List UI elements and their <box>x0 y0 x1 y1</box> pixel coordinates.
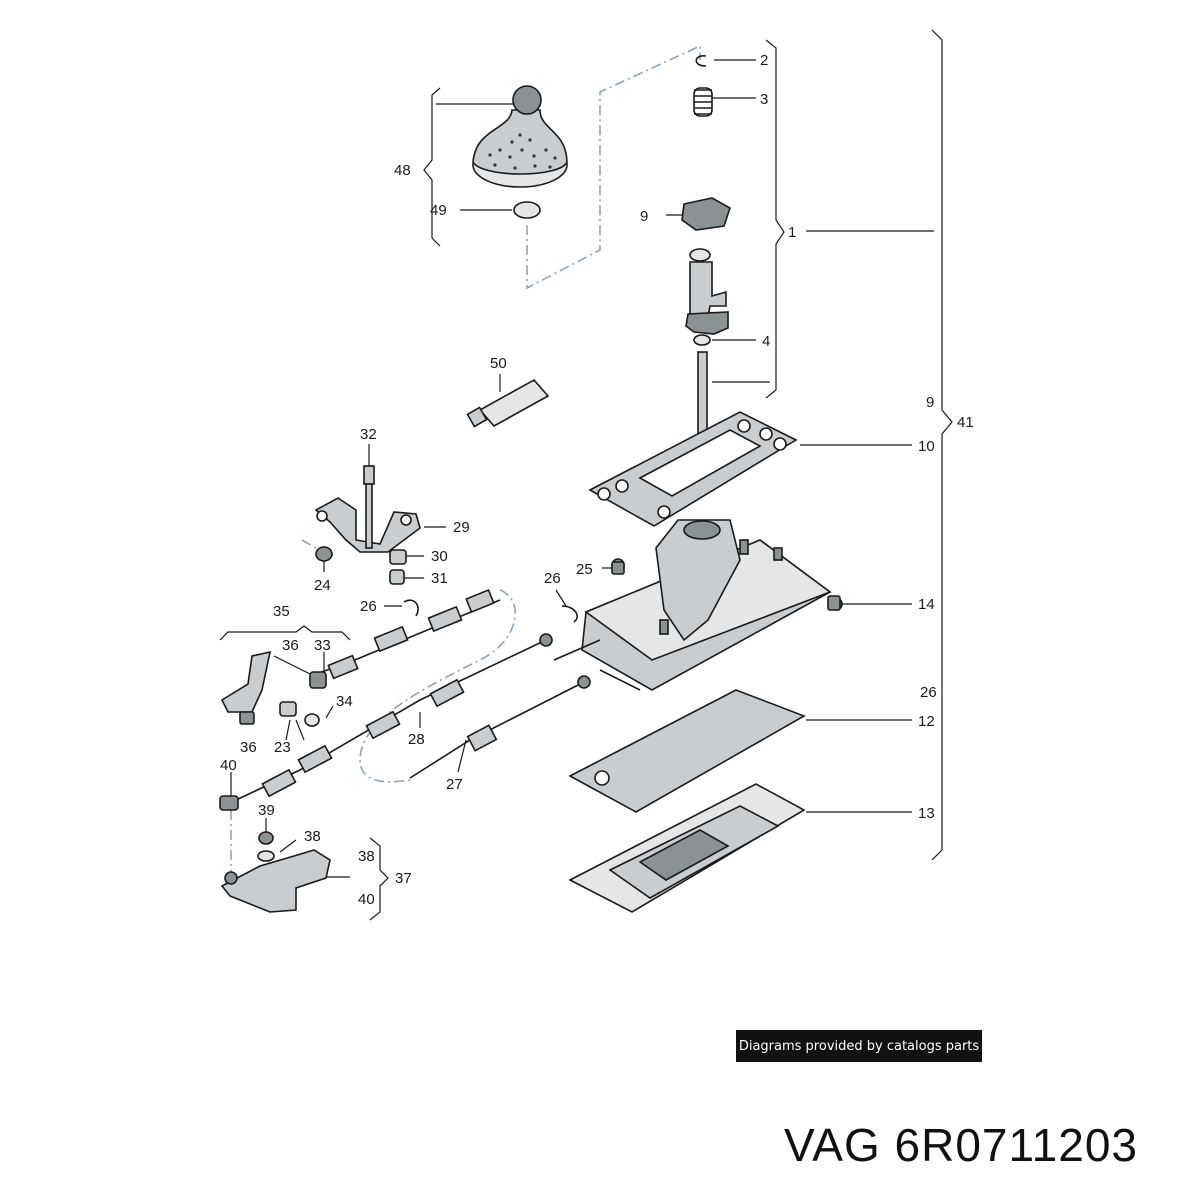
selector-lever-icon <box>681 197 731 491</box>
callout-38-part: 38 <box>304 828 321 845</box>
callout-31: 31 <box>431 570 448 587</box>
callout-49: 49 <box>430 202 447 219</box>
cable-clip-icon <box>403 599 578 623</box>
callout-9-housing: 9 <box>926 394 934 411</box>
callout-30: 30 <box>431 548 448 565</box>
callout-29: 29 <box>453 519 470 536</box>
circlip-icon <box>695 55 707 67</box>
callout-37: 37 <box>395 870 412 887</box>
callout-14: 14 <box>918 596 935 613</box>
callout-9-lever: 9 <box>640 208 648 225</box>
callout-13: 13 <box>918 805 935 822</box>
shift-cable-icon <box>219 588 591 811</box>
grease-tube-icon <box>466 378 550 428</box>
callout-48: 48 <box>394 162 411 179</box>
callout-labels: 48 49 2 3 9 1 4 50 9 41 32 10 29 30 25 2… <box>220 52 974 908</box>
assembly-guide-lines <box>230 44 701 875</box>
callout-25: 25 <box>576 561 593 578</box>
clamp-ring-icon <box>513 201 541 219</box>
seal-plate-icon <box>568 689 806 813</box>
gear-knob-icon <box>472 85 568 188</box>
callout-10: 10 <box>918 438 935 455</box>
callout-26-housing: 26 <box>920 684 937 701</box>
callout-32: 32 <box>360 426 377 443</box>
callout-38-brace: 38 <box>358 848 375 865</box>
callout-33: 33 <box>314 637 331 654</box>
bracket-icon <box>314 465 421 553</box>
part-number-caption: VAG 6R0711203 <box>784 1119 1138 1171</box>
callout-41: 41 <box>957 414 974 431</box>
small-fasteners-icon <box>315 546 841 611</box>
group-braces <box>219 29 953 921</box>
callout-36-top: 36 <box>282 637 299 654</box>
credit-badge: Diagrams provided by catalogs parts <box>736 1030 982 1062</box>
callout-39: 39 <box>258 802 275 819</box>
selector-housing-icon <box>553 519 843 691</box>
callout-26-right: 26 <box>544 570 561 587</box>
relay-lever-icon <box>220 650 320 727</box>
callout-34: 34 <box>336 693 353 710</box>
callout-26-left: 26 <box>360 598 377 615</box>
callout-35: 35 <box>273 603 290 620</box>
callout-24: 24 <box>314 577 331 594</box>
callout-28: 28 <box>408 731 425 748</box>
callout-40-top: 40 <box>220 757 237 774</box>
callout-36-bottom: 36 <box>240 739 257 756</box>
callout-12: 12 <box>918 713 935 730</box>
callout-2: 2 <box>760 52 768 69</box>
callout-4: 4 <box>762 333 770 350</box>
spring-icon <box>693 87 713 117</box>
callout-23: 23 <box>274 739 291 756</box>
callout-3: 3 <box>760 91 768 108</box>
callout-50: 50 <box>490 355 507 372</box>
gasket-seal-icon <box>588 411 798 527</box>
base-plate-icon <box>568 783 806 913</box>
end-lever-icon <box>220 831 331 913</box>
leader-lines <box>230 59 934 878</box>
callout-27: 27 <box>446 776 463 793</box>
callout-40-brace: 40 <box>358 891 375 908</box>
callout-1: 1 <box>788 224 796 241</box>
